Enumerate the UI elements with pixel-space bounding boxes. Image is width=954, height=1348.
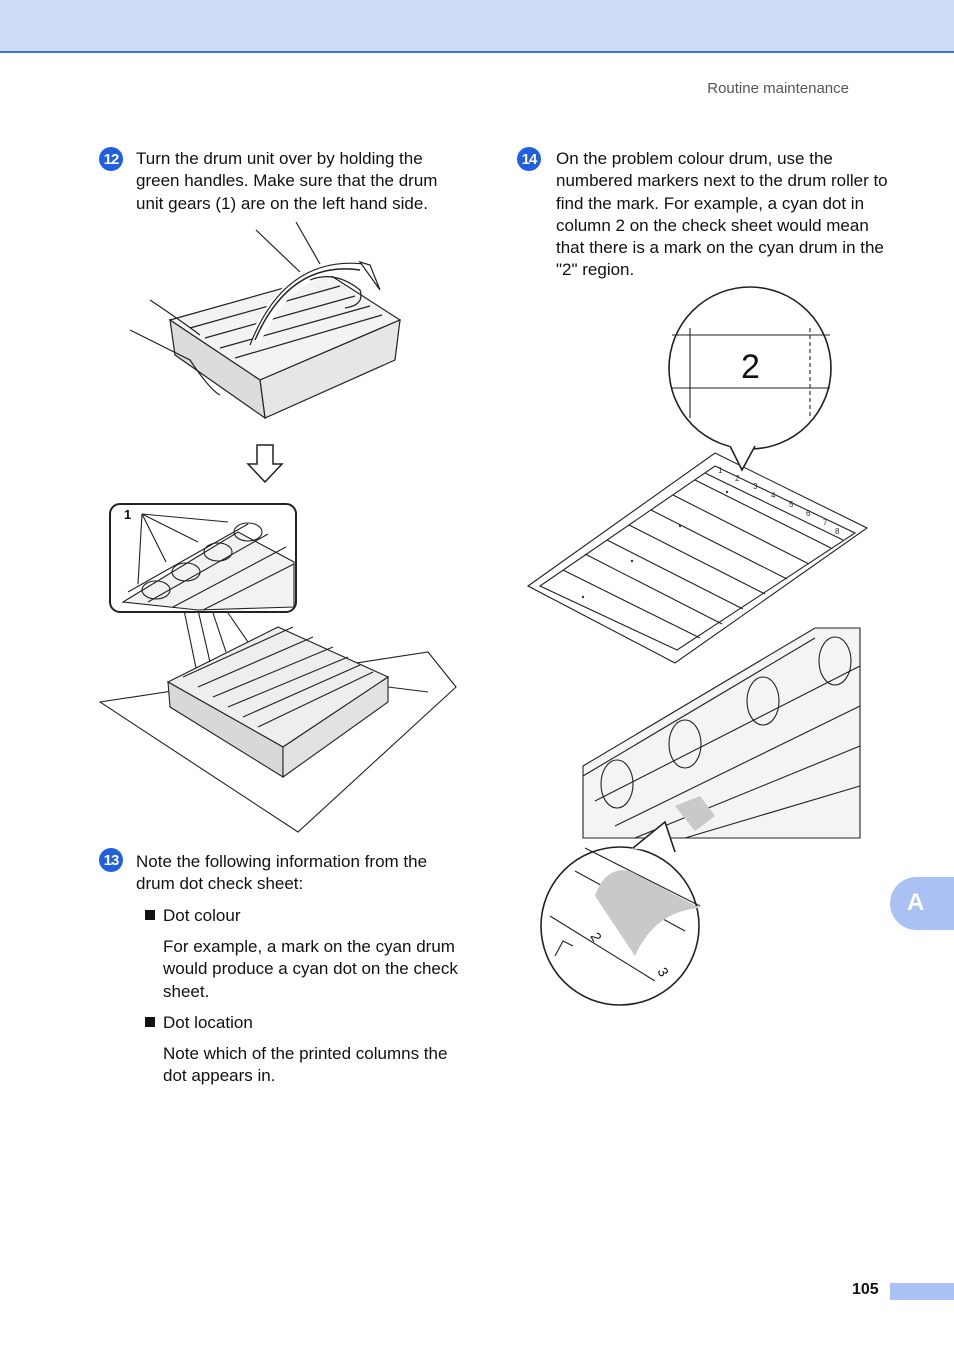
running-head: Routine maintenance — [707, 80, 849, 97]
step-13-text: Note the following information from the … — [136, 852, 428, 894]
sheet-column-label: 7 — [823, 518, 828, 527]
step-13-badge: 13 — [99, 848, 123, 872]
page-number-bar — [890, 1283, 954, 1300]
step-12-badge: 12 — [99, 147, 123, 171]
step-14-badge: 14 — [517, 147, 541, 171]
sheet-column-label: 3 — [753, 482, 758, 491]
bullet-dot-location: Dot location — [145, 1012, 253, 1034]
down-arrow-icon — [246, 444, 284, 484]
bullet-desc: Note which of the printed columns the do… — [163, 1044, 448, 1086]
drum-turn-illustration — [129, 221, 402, 420]
sheet-column-label: 5 — [789, 500, 794, 509]
check-sheet-illustration: 2 1 2 3 4 5 6 7 8 — [526, 286, 869, 664]
sheet-column-label: 2 — [735, 474, 740, 483]
sheet-column-label: 4 — [771, 491, 776, 500]
drum-gear-callout-number: 1 — [124, 507, 131, 522]
page-number: 105 — [852, 1281, 879, 1298]
sheet-column-label: 6 — [806, 509, 811, 518]
header-band — [0, 0, 954, 53]
bullet-label: Dot colour — [163, 906, 241, 925]
bullet-square-icon — [145, 1017, 155, 1027]
drum-roller-zoom-illustration: 2 3 — [540, 627, 861, 1006]
bullet-square-icon — [145, 910, 155, 920]
appendix-tab: A — [890, 877, 954, 930]
appendix-tab-letter: A — [907, 889, 925, 916]
step-14-text: On the problem colour drum, use the numb… — [556, 149, 888, 280]
sheet-column-label: 8 — [835, 527, 840, 536]
bullet-desc: For example, a mark on the cyan drum wou… — [163, 937, 458, 1001]
zoomed-column-number: 2 — [741, 348, 760, 386]
drum-unit-on-paper-illustration: 1 — [98, 503, 457, 833]
bullet-label: Dot location — [163, 1013, 253, 1032]
bullet-dot-colour: Dot colour — [145, 905, 240, 927]
step-12-text: Turn the drum unit over by holding the g… — [136, 149, 438, 213]
sheet-column-label: 1 — [718, 466, 723, 475]
